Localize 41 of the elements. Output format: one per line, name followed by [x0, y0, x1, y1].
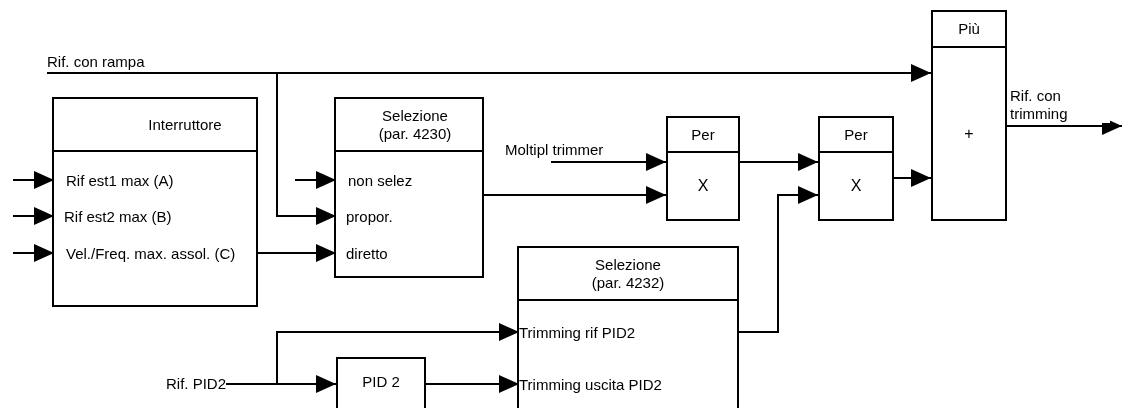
arrow — [425, 375, 520, 393]
arrow — [893, 169, 932, 187]
process-box: PID 2 — [336, 357, 426, 408]
block-header: Interruttore — [54, 99, 256, 152]
block-header: Selezione (par. 4232) — [519, 248, 737, 301]
input-label: propor. — [336, 206, 482, 230]
signal-label: Moltipl trimmer — [505, 140, 653, 162]
block-header: Selezione (par. 4230) — [336, 99, 482, 152]
block-header: Per — [820, 118, 892, 153]
edge-label: Rif. con trimming — [1010, 87, 1110, 123]
input-label: Rif est1 max (A) — [54, 170, 256, 194]
operator-symbol: + — [964, 124, 974, 143]
block-box — [931, 10, 1007, 221]
arrow — [225, 375, 337, 393]
operator-symbol: X — [697, 177, 709, 195]
arrow — [46, 72, 337, 225]
arrow — [294, 171, 337, 189]
input-label: diretto — [336, 243, 482, 267]
input-label: Trimming rif PID2 — [519, 322, 737, 346]
signal-label: Rif. PID2 — [120, 374, 226, 394]
arrow — [12, 171, 55, 189]
input-label: Rif est2 max (B) — [54, 206, 256, 230]
arrow — [738, 186, 819, 333]
block-box — [666, 116, 740, 221]
block-box — [52, 97, 258, 307]
block-box — [334, 97, 484, 278]
input-label: Trimming uscita PID2 — [519, 374, 737, 398]
arrow — [739, 153, 819, 171]
arrow — [550, 153, 667, 171]
block-header: Per — [668, 118, 738, 153]
block-box — [818, 116, 894, 221]
block-header: Più — [933, 12, 1005, 48]
arrow — [257, 244, 337, 262]
arrow — [12, 244, 55, 262]
input-label: Vel./Freq. max. assol. (C) — [54, 243, 256, 287]
arrow — [12, 207, 55, 225]
block-box — [517, 246, 739, 408]
signal-label: Rif. con rampa — [47, 52, 207, 73]
arrow — [483, 186, 667, 204]
operator-symbol: X — [850, 177, 862, 195]
input-label: non selez — [336, 170, 482, 194]
